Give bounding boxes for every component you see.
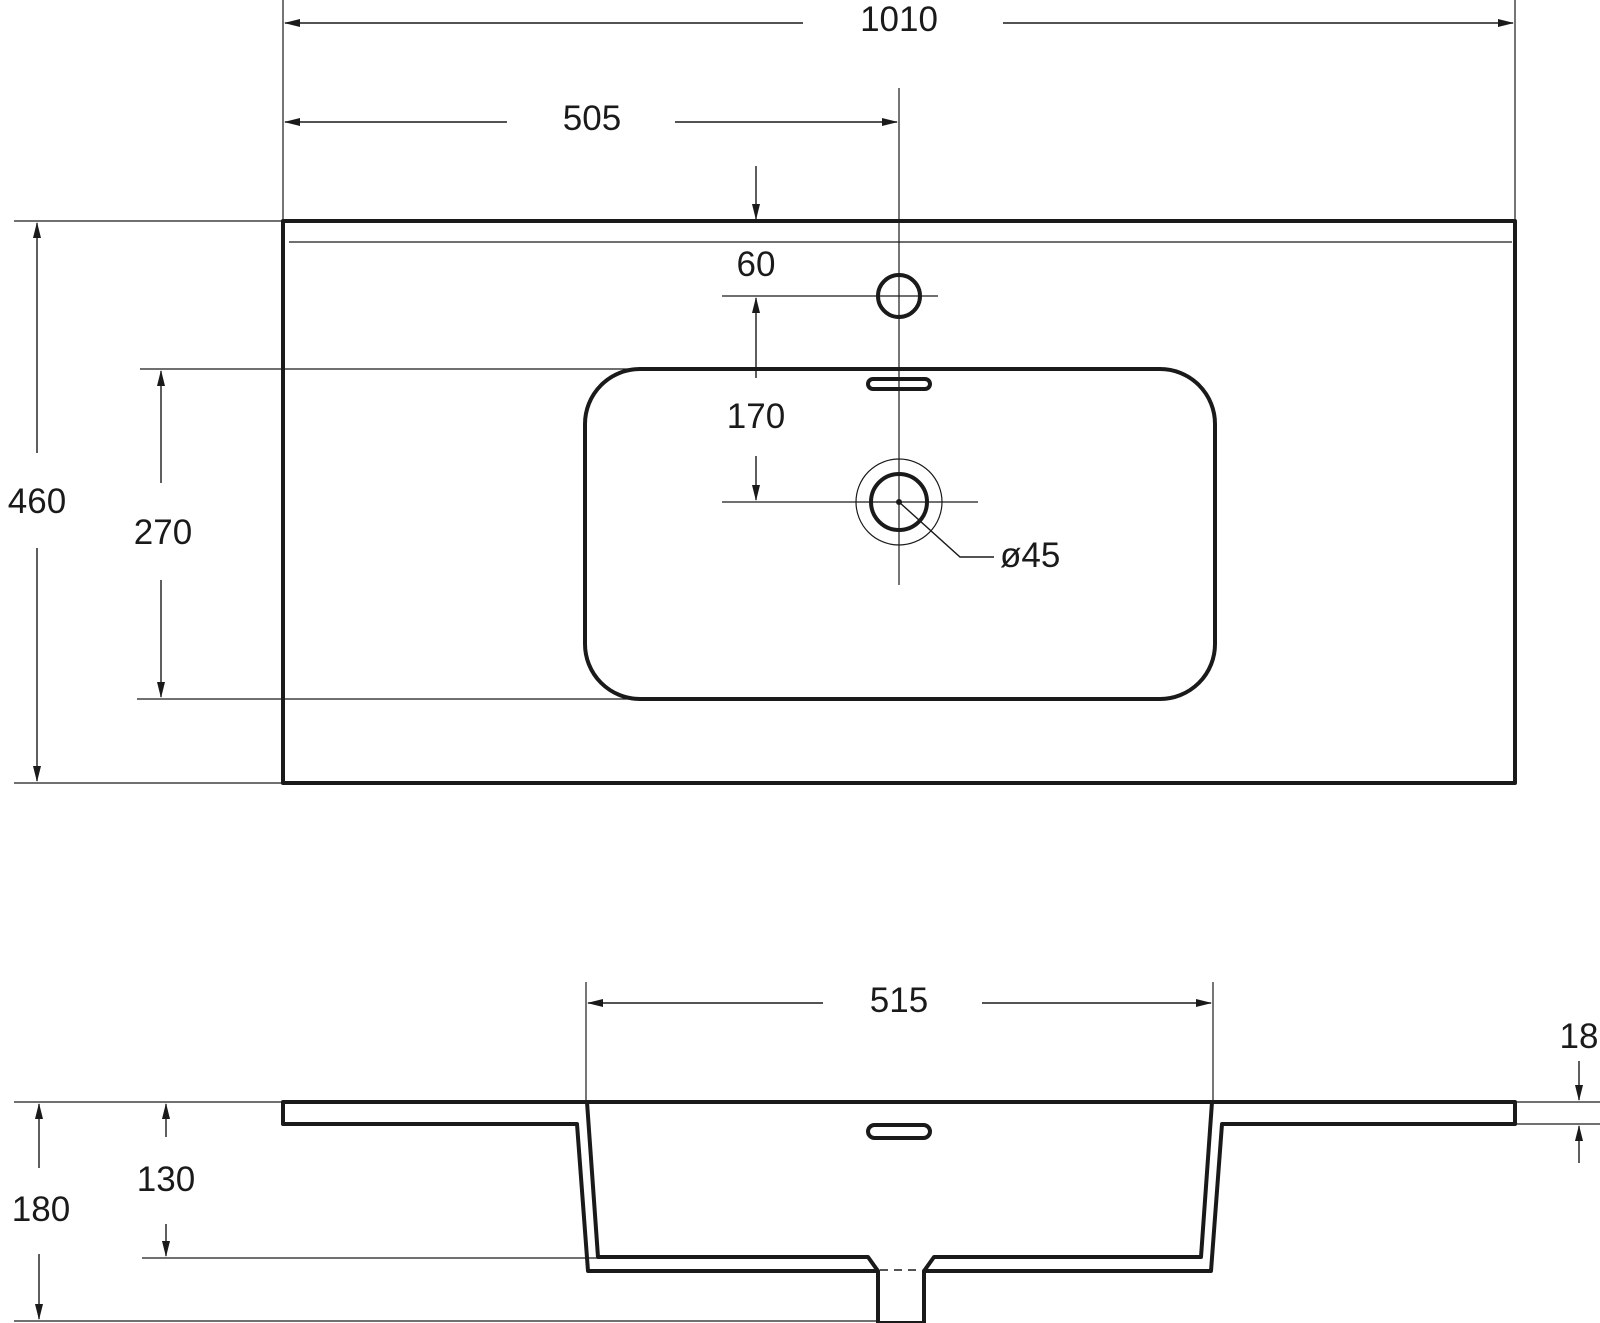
dim-basin-depth-label: 270 [134, 513, 192, 552]
dim-overall-width-label: 1010 [860, 0, 938, 39]
dim-tap-offset-label: 60 [737, 245, 776, 284]
sink-section-outline [281, 1100, 1517, 1323]
basin-outline [583, 367, 1217, 701]
dim-basin-height-label: 130 [137, 1160, 195, 1199]
dim-drain-diameter-label: ø45 [1000, 536, 1060, 575]
top-view: 1010 505 460 270 60 170 ø45 [8, 0, 1517, 785]
drain-diameter-leader [898, 501, 994, 558]
side-view: 515 180 130 18 [12, 981, 1600, 1323]
dim-overall-height-label: 180 [12, 1190, 70, 1229]
dim-center-offset-label: 505 [563, 99, 621, 138]
dim-slab-thickness-label: 18 [1560, 1017, 1599, 1056]
dim-overall-depth-label: 460 [8, 482, 66, 521]
basin-inner-wall [585, 1101, 1214, 1273]
side-overflow-slot [866, 1123, 932, 1140]
dim-tap-to-drain-label: 170 [727, 397, 785, 436]
dim-basin-width-label: 515 [870, 981, 928, 1020]
